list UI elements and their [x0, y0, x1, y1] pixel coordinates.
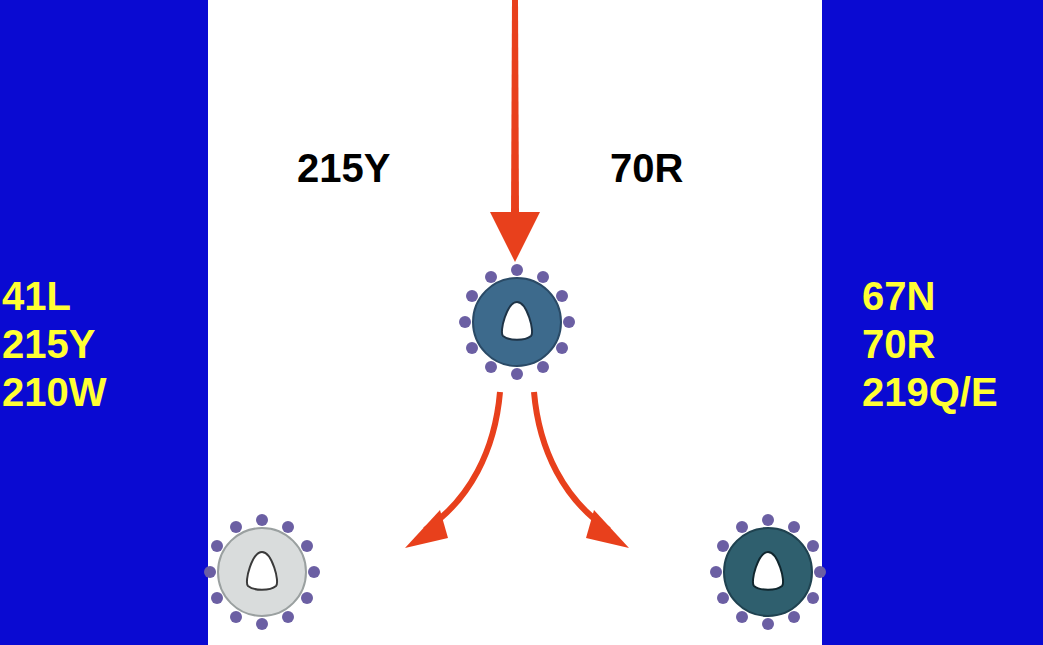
mutation-list-item: 210W — [2, 372, 107, 412]
curved-arrow — [425, 392, 500, 530]
mutation-label: 70R — [610, 148, 683, 188]
arrow-head — [586, 510, 629, 548]
white-panel — [208, 0, 822, 645]
arrow-head — [405, 510, 448, 548]
virus-parent — [459, 264, 575, 380]
mutation-list-item: 41L — [2, 276, 71, 316]
mutation-list-item: 67N — [862, 276, 935, 316]
mutation-list-item: 219Q/E — [862, 372, 998, 412]
arrow-shaft — [511, 0, 519, 215]
mutation-list-item: 215Y — [2, 324, 95, 364]
mutation-label: 215Y — [297, 148, 390, 188]
mutation-list-item: 70R — [862, 324, 935, 364]
virus-right — [710, 514, 826, 630]
curved-arrow — [534, 392, 609, 530]
virus-left — [204, 514, 320, 630]
arrow-head — [490, 212, 540, 262]
